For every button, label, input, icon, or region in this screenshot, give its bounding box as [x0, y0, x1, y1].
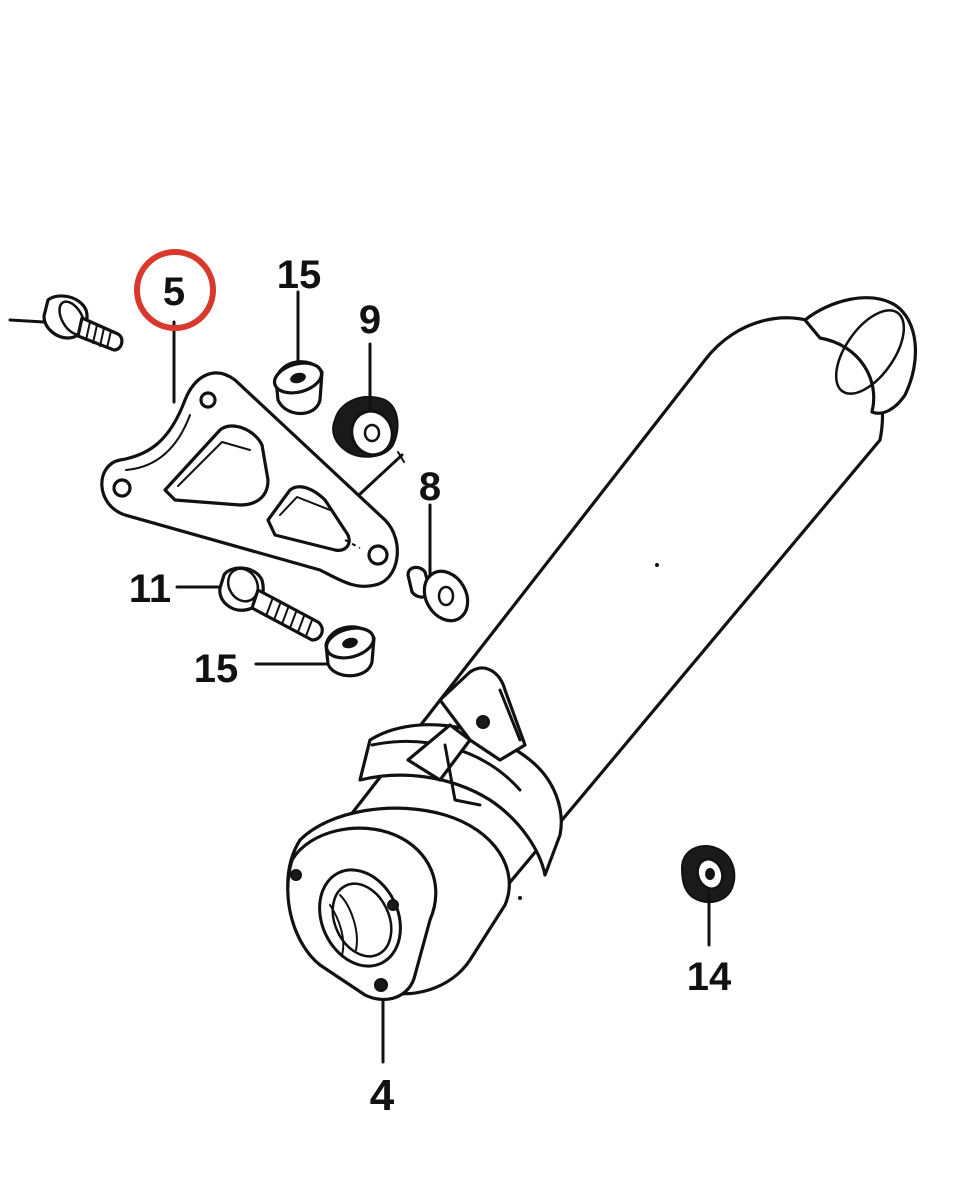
- callout-9: 9: [359, 298, 381, 342]
- washer-top: [272, 360, 324, 415]
- leader-lines: [172, 290, 711, 1064]
- bracket-bolt-top: [8, 294, 124, 352]
- callout-5: 5: [163, 270, 185, 314]
- leader-9-b: [358, 453, 404, 496]
- nut: [680, 845, 736, 904]
- highlight-circle: [134, 249, 216, 331]
- collar: [406, 565, 470, 623]
- rubber-mount: [332, 395, 405, 463]
- callout-11: 11: [129, 567, 171, 611]
- callout-14: 14: [687, 955, 732, 999]
- callout-4: 4: [370, 1071, 395, 1120]
- callout-15-bottom: 15: [194, 647, 239, 691]
- callout-8: 8: [419, 465, 441, 509]
- callout-15-top: 15: [277, 253, 322, 297]
- washer-bottom: [324, 625, 376, 678]
- muffler: [286, 296, 917, 1001]
- bolt: [218, 566, 324, 642]
- callout-labels: 5 15 9 8 11 15 4 14: [129, 253, 732, 1120]
- muffler-bracket: [100, 371, 399, 588]
